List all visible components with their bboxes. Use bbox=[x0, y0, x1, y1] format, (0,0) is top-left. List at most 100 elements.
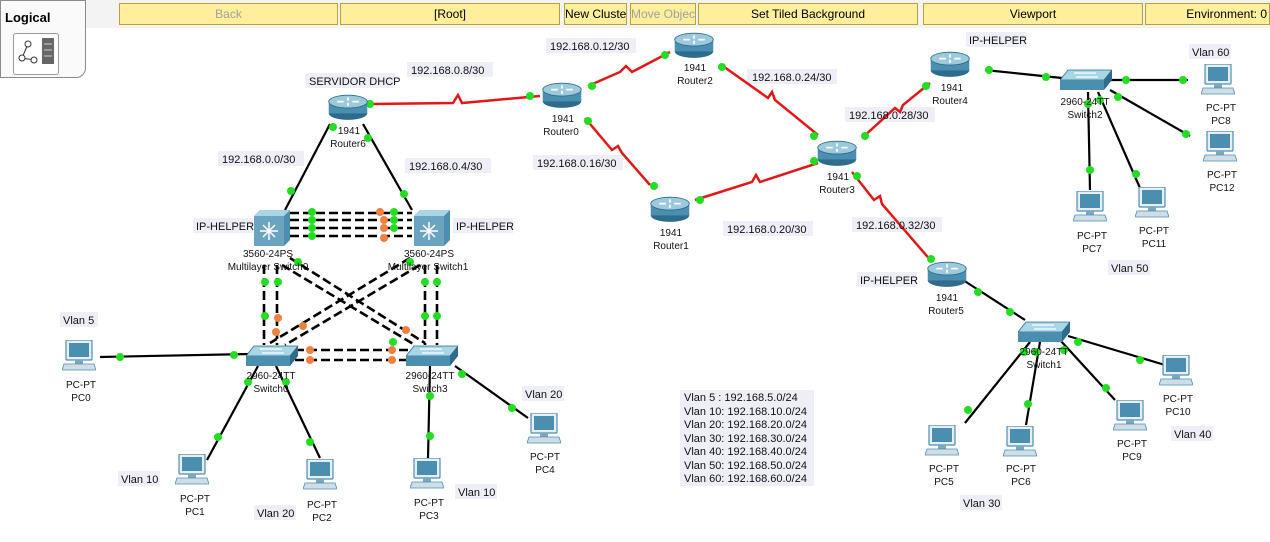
pc-12[interactable]: PC-PT PC12 bbox=[1203, 131, 1237, 194]
router-4[interactable]: 1941 Router4 bbox=[929, 51, 971, 107]
pc-11-name: PC11 bbox=[1142, 239, 1167, 250]
switch-3-model: 2960-24TT bbox=[406, 371, 455, 382]
pc-10-model: PC-PT bbox=[1163, 394, 1193, 405]
switch-1-name: Switch1 bbox=[1026, 360, 1061, 371]
environment-button[interactable]: Environment: 0 bbox=[1145, 3, 1270, 25]
pc-icon bbox=[1203, 131, 1237, 162]
move-object-button[interactable]: Move Object bbox=[630, 3, 696, 25]
set-tiled-background-button[interactable]: Set Tiled Background bbox=[698, 3, 918, 25]
note-vlan30: Vlan 30 bbox=[963, 498, 1000, 510]
pc-icon bbox=[1113, 400, 1147, 431]
note-net-0-28: 192.168.0.28/30 bbox=[849, 110, 929, 122]
router-icon bbox=[929, 51, 971, 78]
switch-1-model: 2960-24TT bbox=[1020, 347, 1069, 358]
pc-8-model: PC-PT bbox=[1206, 103, 1236, 114]
router-1[interactable]: 1941 Router1 bbox=[649, 196, 691, 252]
legend-line: Vlan 10: 192.168.10.0/24 bbox=[684, 405, 807, 418]
router-0-model: 1941 bbox=[552, 114, 575, 125]
pc-6[interactable]: PC-PT PC6 bbox=[1003, 426, 1037, 488]
router-6-name: Router6 bbox=[330, 139, 366, 150]
multilayer-switch-icon bbox=[254, 210, 290, 246]
pc-icon bbox=[1201, 64, 1235, 95]
router-6[interactable]: 1941 Router6 bbox=[327, 94, 369, 150]
root-button[interactable]: [Root] bbox=[340, 3, 560, 25]
pc-5-name: PC5 bbox=[934, 477, 954, 488]
switch-3[interactable]: 2960-24TT Switch3 bbox=[406, 345, 458, 395]
pc-2-model: PC-PT bbox=[307, 500, 337, 511]
note-vlan20-pc4: Vlan 20 bbox=[525, 389, 562, 401]
router-2[interactable]: 1941 Router2 bbox=[673, 32, 715, 87]
note-net-0-24: 192.168.0.24/30 bbox=[752, 72, 832, 84]
note-servidor-dhcp: SERVIDOR DHCP bbox=[309, 76, 400, 88]
switch-2-model: 2960-24TT bbox=[1061, 97, 1110, 108]
pc-icon bbox=[410, 458, 444, 489]
pc-7-name: PC7 bbox=[1082, 244, 1102, 255]
logical-tab[interactable]: Logical bbox=[0, 0, 86, 78]
router-icon bbox=[816, 140, 858, 167]
note-vlan10-pc1: Vlan 10 bbox=[121, 474, 158, 486]
router-0[interactable]: 1941 Router0 bbox=[541, 82, 583, 138]
note-net-0-16: 192.168.0.16/30 bbox=[537, 158, 617, 170]
switch-2[interactable]: 2960-24TT Switch2 bbox=[1060, 69, 1112, 121]
note-ip-helper-mls0: IP-HELPER bbox=[196, 221, 254, 233]
router-icon bbox=[541, 82, 583, 109]
pc-9[interactable]: PC-PT PC9 bbox=[1113, 400, 1147, 463]
pc-12-name: PC12 bbox=[1209, 183, 1234, 194]
router-0-name: Router0 bbox=[543, 127, 579, 138]
router-1-name: Router1 bbox=[653, 241, 689, 252]
pc-2[interactable]: PC-PT PC2 bbox=[303, 459, 337, 524]
pc-0-name: PC0 bbox=[71, 393, 91, 404]
switch-0[interactable]: 2960-24TT Switch0 bbox=[246, 345, 298, 395]
pc-10[interactable]: PC-PT PC10 bbox=[1159, 355, 1193, 418]
pc-7[interactable]: PC-PT PC7 bbox=[1073, 191, 1107, 255]
pc-3-name: PC3 bbox=[419, 511, 439, 522]
multilayer-switch-1[interactable]: 3560-24PS Multilayer Switch1 bbox=[388, 210, 469, 273]
pc-icon bbox=[1073, 191, 1107, 222]
multilayer-switch-icon bbox=[414, 210, 450, 246]
new-cluster-button[interactable]: New Cluster bbox=[564, 3, 627, 25]
switch-icon bbox=[246, 345, 298, 367]
router-5[interactable]: 1941 Router5 bbox=[926, 261, 968, 317]
viewport-button[interactable]: Viewport bbox=[923, 3, 1143, 25]
multilayer-switch-0[interactable]: 3560-24PS Multilayer Switch0 bbox=[228, 210, 309, 273]
pc-0[interactable]: PC-PT PC0 bbox=[62, 340, 96, 404]
pc-1[interactable]: PC-PT PC1 bbox=[175, 454, 210, 518]
logical-tab-title: Logical bbox=[5, 10, 51, 25]
note-net-0-12: 192.168.0.12/30 bbox=[550, 41, 630, 53]
pc-3-model: PC-PT bbox=[414, 498, 444, 509]
router-1-model: 1941 bbox=[660, 228, 683, 239]
pc-6-model: PC-PT bbox=[1006, 464, 1036, 475]
pc-5[interactable]: PC-PT PC5 bbox=[925, 425, 959, 488]
router-5-name: Router5 bbox=[928, 306, 964, 317]
pc-11[interactable]: PC-PT PC11 bbox=[1135, 187, 1169, 250]
router-2-name: Router2 bbox=[677, 76, 713, 87]
mls-0-name: Multilayer Switch0 bbox=[228, 262, 309, 273]
pc-3[interactable]: PC-PT PC3 bbox=[410, 458, 444, 522]
pc-7-model: PC-PT bbox=[1077, 231, 1107, 242]
router-3-model: 1941 bbox=[827, 172, 850, 183]
pc-5-model: PC-PT bbox=[929, 464, 959, 475]
pc-1-model: PC-PT bbox=[180, 494, 210, 505]
pc-4-name: PC4 bbox=[535, 465, 555, 476]
pc-icon bbox=[1159, 355, 1193, 386]
serial-links[interactable] bbox=[371, 50, 933, 263]
switch-1[interactable]: 2960-24TT Switch1 bbox=[1018, 321, 1070, 371]
note-net-0-4: 192.168.0.4/30 bbox=[409, 161, 482, 173]
pc-4[interactable]: PC-PT PC4 bbox=[527, 413, 561, 476]
pc-8[interactable]: PC-PT PC8 bbox=[1201, 64, 1236, 127]
switch-2-name: Switch2 bbox=[1067, 110, 1102, 121]
note-net-0-0: 192.168.0.0/30 bbox=[222, 154, 295, 166]
note-vlan10-pc3: Vlan 10 bbox=[458, 487, 495, 499]
pc-4-model: PC-PT bbox=[530, 452, 560, 463]
note-backgrounds bbox=[60, 32, 1231, 520]
router-3[interactable]: 1941 Router3 bbox=[816, 140, 858, 196]
router-5-model: 1941 bbox=[936, 293, 959, 304]
note-ip-helper-mls1: IP-HELPER bbox=[456, 221, 514, 233]
back-button[interactable]: Back bbox=[119, 3, 338, 25]
router-icon bbox=[673, 32, 715, 59]
pc-icon bbox=[1003, 426, 1037, 457]
router-icon bbox=[649, 196, 691, 223]
mls-1-model: 3560-24PS bbox=[404, 249, 454, 260]
note-vlan40: Vlan 40 bbox=[1174, 429, 1211, 441]
